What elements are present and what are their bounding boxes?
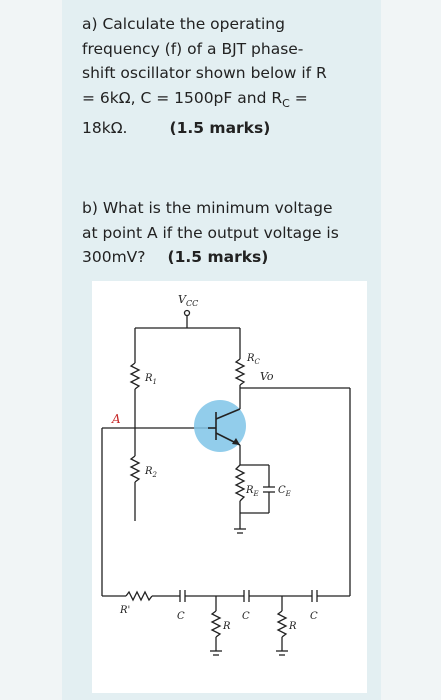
- question-a-line-2: frequency (f) of a BJT phase-: [82, 39, 304, 58]
- r-prime-resistor: [125, 590, 153, 602]
- c3-label: C: [310, 611, 318, 622]
- question-a-line-1: a) Calculate the operating: [82, 15, 285, 33]
- c2-label: C: [242, 611, 250, 622]
- circuit-diagram: VCC RC Vo R1 A R2 RE CE R' C C C R R: [92, 281, 367, 693]
- ce-label: CE: [278, 485, 291, 498]
- transistor-highlight: [194, 400, 246, 452]
- r-shunt-1-label: R: [222, 621, 231, 632]
- question-b-line-3: 300mV?: [82, 248, 146, 266]
- r2-resistor: [129, 455, 141, 483]
- bjt-transistor: [208, 408, 241, 446]
- r-shunt-2: [276, 610, 288, 638]
- rc-label: RC: [246, 353, 261, 366]
- point-a-label: A: [111, 412, 121, 426]
- r2-label: R2: [144, 466, 158, 479]
- question-a: a) Calculate the operating frequency (f)…: [82, 12, 372, 141]
- question-b-line-1: b) What is the minimum voltage: [82, 199, 333, 217]
- question-b: b) What is the minimum voltage at point …: [82, 196, 372, 270]
- question-a-marks: (1.5 marks): [169, 119, 271, 138]
- vo-label: Vo: [260, 370, 274, 383]
- question-b-marks: (1.5 marks): [167, 248, 269, 266]
- re-resistor: [234, 464, 246, 502]
- phase-shift-oscillator-schematic: VCC RC Vo R1 A R2 RE CE R' C C C R R: [101, 293, 351, 656]
- c1-label: C: [177, 611, 185, 622]
- vcc-terminal: [183, 309, 191, 317]
- question-a-rc-subscript: C: [282, 96, 290, 110]
- r1-resistor: [129, 362, 141, 390]
- question-a-line-4: = 6kΩ, C = 1500pF and R: [82, 88, 283, 107]
- question-a-rc-equals: =: [289, 88, 308, 107]
- vcc-label: VCC: [178, 293, 198, 308]
- r-shunt-1: [210, 610, 222, 638]
- rc-resistor: [234, 358, 246, 386]
- question-b-line-2: at point A if the output voltage is: [82, 223, 339, 242]
- r1-label: R1: [144, 373, 157, 386]
- r-prime-label: R': [119, 605, 130, 616]
- r-shunt-2-label: R: [288, 621, 297, 632]
- question-a-line-5: 18kΩ.: [82, 119, 128, 138]
- question-a-line-3: shift oscillator shown below if R: [82, 64, 327, 82]
- emitter-arrow-icon: [232, 438, 240, 445]
- re-label: RE: [245, 485, 259, 498]
